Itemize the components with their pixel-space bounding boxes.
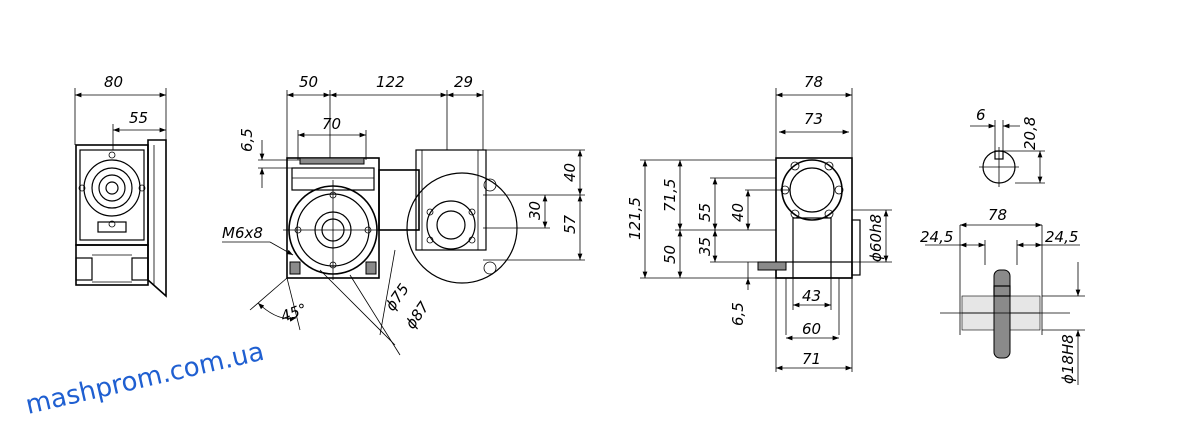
shaft-key-height: 20,8: [1021, 117, 1039, 150]
front-dim-offset: 6,5: [238, 128, 256, 152]
front-dia-a: ϕ75: [382, 280, 413, 314]
end-view: 78 73 121,5 71,5 55 40 50: [626, 73, 892, 372]
shaft-right: 24,5: [1045, 228, 1078, 246]
front-dim-h1: 40: [561, 163, 579, 182]
shaft-key-width: 6: [976, 106, 986, 124]
side-view: 80 55: [74, 73, 167, 298]
shaft-left: 24,5: [920, 228, 953, 246]
end-dim-top: 78: [804, 73, 823, 91]
end-dim-inner: 73: [804, 110, 823, 128]
shaft-view: 6 20,8 78 24,5 24,5 ϕ18H8: [920, 106, 1085, 385]
shaft-total: 78: [988, 206, 1007, 224]
front-dim-c: 29: [454, 73, 473, 91]
end-dim-71: 71: [802, 350, 821, 368]
front-dim-h2: 30: [526, 201, 544, 220]
end-dim-43: 43: [802, 287, 821, 305]
end-dia-flange: ϕ60h8: [867, 214, 885, 262]
end-dim-lower: 50: [661, 245, 679, 264]
front-dia-b: ϕ87: [402, 298, 434, 332]
front-dim-h3: 57: [561, 214, 579, 234]
front-dim-b: 122: [376, 73, 405, 91]
front-angle-label: 45°: [278, 300, 309, 326]
shaft-bore: ϕ18H8: [1059, 334, 1077, 384]
end-dim-35: 35: [696, 237, 714, 256]
end-dim-65: 6,5: [729, 302, 747, 326]
end-dim-55: 55: [696, 203, 714, 222]
end-dim-40: 40: [729, 203, 747, 222]
side-dim-inner: 55: [129, 109, 148, 127]
front-dim-a: 50: [299, 73, 318, 91]
end-dim-upper: 71,5: [661, 179, 679, 212]
watermark-text: mashprom.com.ua: [23, 337, 267, 421]
side-dim-width: 80: [104, 73, 123, 91]
end-dim-60: 60: [802, 320, 821, 338]
front-view: 50 122 29 70 6,5: [222, 73, 585, 356]
front-thread-label: M6x8: [222, 224, 263, 242]
front-dim-flange: 70: [322, 115, 341, 133]
end-dim-total-h: 121,5: [626, 197, 644, 240]
